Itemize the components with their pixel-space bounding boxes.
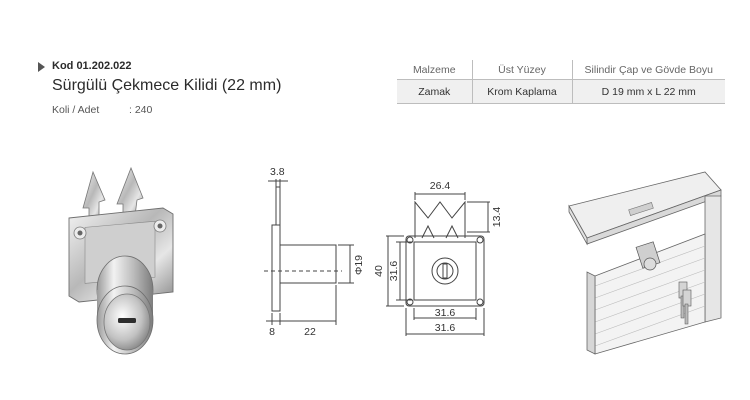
pack-label: Koli / Adet bbox=[52, 104, 100, 116]
side-view-drawing: 3.8 Φ19 8 22 bbox=[264, 166, 365, 338]
dim-width-total-label: 31.6 bbox=[435, 322, 456, 334]
dim-bottom-right-label: 22 bbox=[304, 326, 316, 338]
product-code: Kod 01.202.022 bbox=[52, 60, 132, 72]
spec-value-material: Zamak bbox=[397, 79, 472, 104]
spec-header-dimensions: Silindir Çap ve Gövde Boyu bbox=[571, 60, 725, 80]
spec-header-material: Malzeme bbox=[397, 60, 472, 80]
pack-quantity: Koli / Adet : 240 bbox=[52, 104, 152, 116]
dim-bottom-left-label: 8 bbox=[269, 326, 275, 338]
dim-width-body-label: 31.6 bbox=[435, 307, 456, 319]
product-title: Sürgülü Çekmece Kilidi (22 mm) bbox=[52, 77, 282, 94]
spec-table: Malzeme Üst Yüzey Silindir Çap ve Gövde … bbox=[397, 60, 725, 104]
spec-value-surface: Krom Kaplama bbox=[471, 79, 572, 104]
installation-illustration bbox=[568, 171, 722, 355]
dim-diameter-label: Φ19 bbox=[353, 255, 365, 275]
front-view-drawing: 26.4 13.4 40 31.6 31.6 31.6 bbox=[373, 180, 503, 336]
spec-header-row: Malzeme Üst Yüzey Silindir Çap ve Gövde … bbox=[397, 60, 725, 80]
spec-value-row: Zamak Krom Kaplama D 19 mm x L 22 mm bbox=[397, 79, 725, 104]
bullet-arrow-icon bbox=[38, 62, 45, 72]
dim-top-label: 3.8 bbox=[270, 166, 285, 178]
dim-width-top-label: 26.4 bbox=[430, 180, 451, 192]
spec-header-surface: Üst Yüzey bbox=[471, 60, 572, 80]
dim-height-top-label: 13.4 bbox=[491, 207, 503, 228]
spec-value-dimensions: D 19 mm x L 22 mm bbox=[571, 79, 725, 104]
pack-value: : 240 bbox=[129, 104, 153, 116]
dim-height-body-label: 31.6 bbox=[388, 261, 400, 282]
dim-height-total-label: 40 bbox=[373, 265, 385, 277]
lock-product-photo bbox=[68, 166, 174, 355]
